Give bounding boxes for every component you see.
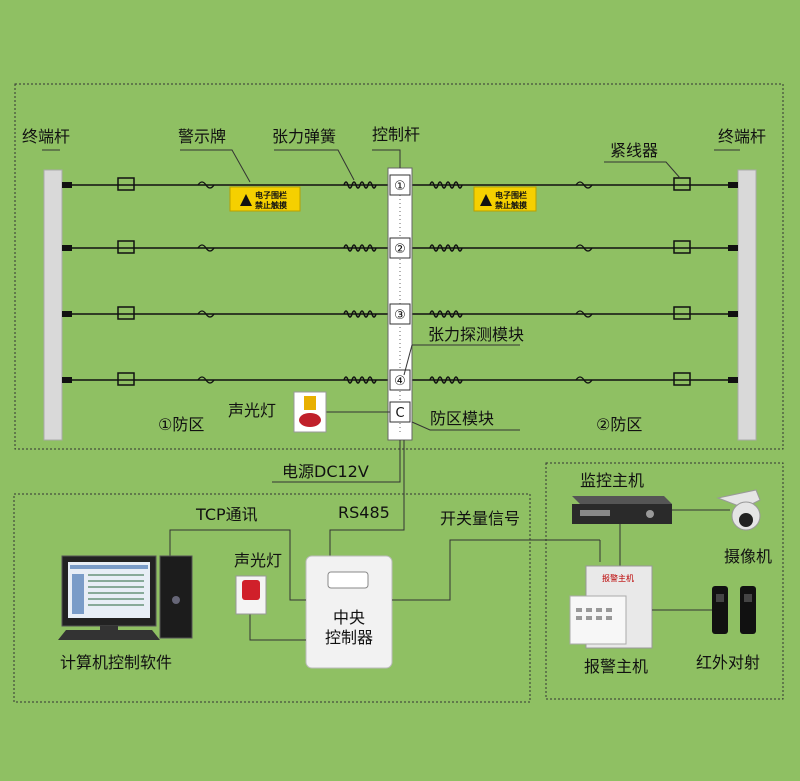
label-tightener: 紧线器: [610, 141, 658, 160]
label-warning-sign: 警示牌: [178, 127, 226, 146]
camera-icon: [716, 489, 761, 531]
label-tension-module: 张力探测模块: [428, 325, 524, 344]
tcp-line: [169, 529, 600, 641]
wire-number-boxes: [389, 174, 411, 423]
label-terminal-post-left: 终端杆: [22, 127, 70, 146]
wire-twists: [197, 181, 593, 384]
label-central-1: 中央: [333, 608, 365, 627]
left-terminal-post: [43, 169, 63, 441]
sign-text-line2-right: 禁止触摸: [494, 200, 527, 210]
sign-text-line1-right: 电子围栏: [495, 190, 527, 200]
callout-lines: [42, 149, 740, 431]
controller-display: [327, 571, 369, 589]
label-control-post: 控制杆: [372, 125, 420, 144]
warning-triangle-icon: [240, 194, 252, 206]
label-zone-2: ②防区: [596, 415, 642, 434]
tighteners: [117, 177, 691, 386]
label-alarm-light-top: 声光灯: [228, 401, 276, 420]
warning-triangle-icon: [480, 194, 492, 206]
wire-number-4: ④: [394, 374, 406, 389]
wire-number-2: ②: [394, 242, 406, 257]
label-computer-software: 计算机控制软件: [60, 653, 172, 672]
wire-number-1: ①: [394, 179, 406, 194]
label-terminal-post-right: 终端杆: [718, 127, 766, 146]
warning-sign-left: 电子围栏 禁止触摸: [229, 186, 301, 212]
wire-insulators: [62, 182, 738, 383]
sign-text-line1: 电子围栏: [255, 190, 287, 200]
label-zone-1: ①防区: [158, 415, 204, 434]
label-camera: 摄像机: [724, 547, 772, 566]
label-switch-signal: 开关量信号: [440, 509, 520, 528]
monitor-room-frame: [545, 462, 784, 700]
label-tension-spring: 张力弹簧: [272, 127, 336, 146]
label-infrared: 红外对射: [696, 653, 760, 672]
fence-zone-frame: [14, 83, 784, 450]
right-terminal-post: [737, 169, 757, 441]
label-tcp: TCP通讯: [195, 505, 258, 524]
alarm-light-icon: [293, 391, 327, 433]
label-zone-module: 防区模块: [430, 409, 494, 428]
warning-sign-right: 电子围栏 禁止触摸: [473, 186, 537, 212]
label-monitor-host: 监控主机: [580, 471, 644, 490]
dvr-icon: [572, 496, 672, 524]
fence-wires: [62, 184, 738, 381]
label-central-2: 控制器: [325, 628, 373, 647]
alarm-light-icon: [235, 575, 267, 615]
alarm-host-icon: [569, 565, 653, 649]
sign-text-line2: 禁止触摸: [254, 200, 287, 210]
label-alarm-light-bottom: 声光灯: [234, 551, 282, 570]
control-room-frame: [13, 493, 531, 703]
label-alarm-host: 报警主机: [584, 657, 648, 676]
wire-number-3: ③: [394, 308, 406, 323]
power-line: [272, 440, 405, 556]
controller-port: C: [395, 406, 404, 421]
alarm-panel-text: 报警主机: [602, 573, 634, 583]
label-rs485: RS485: [338, 503, 390, 522]
tension-springs: [343, 181, 463, 384]
infrared-beam-icon: [712, 586, 756, 634]
computer-icon: [58, 555, 193, 640]
label-power: 电源DC12V: [282, 462, 369, 481]
